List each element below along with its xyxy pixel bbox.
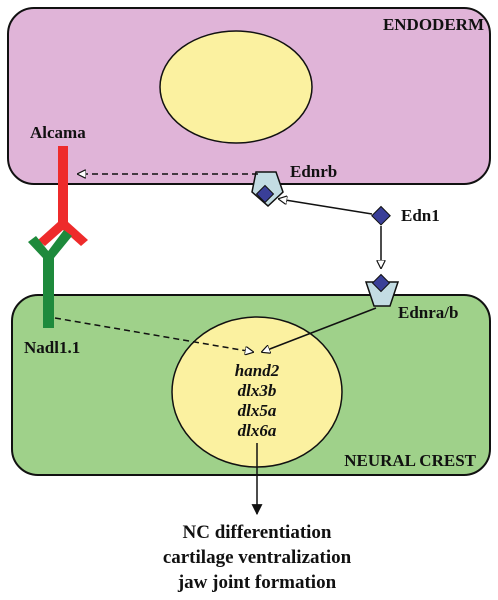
arrow-nadl-to-nucleus — [54, 317, 253, 352]
gene-dlx3b: dlx3b — [238, 381, 277, 400]
ednra-ligand — [371, 273, 391, 293]
nadl-label: Nadl1.1 — [24, 338, 80, 357]
gene-dlx5a: dlx5a — [238, 401, 277, 420]
outcome-jaw-joint-formation: jaw joint formation — [177, 572, 337, 593]
nadl-molecule — [28, 230, 72, 328]
endoderm-nucleus — [159, 30, 313, 144]
gene-dlx6a: dlx6a — [238, 421, 277, 440]
outcome-cartilage-ventralization: cartilage ventralization — [163, 547, 352, 568]
endoderm-label: ENDODERM — [383, 15, 484, 34]
arrow-ednra-to-nucleus — [262, 307, 377, 352]
neural-crest-label: NEURAL CREST — [344, 451, 476, 470]
ednrb-label: Ednrb — [290, 162, 337, 181]
edn1-ligand — [371, 205, 391, 226]
outcome-nc-differentiation: NC differentiation — [183, 522, 332, 543]
alcama-molecule — [38, 146, 88, 246]
ednrb-ligand — [255, 184, 275, 204]
edn1-label: Edn1 — [401, 206, 440, 225]
arrow-edn1-to-ednrb — [279, 199, 373, 215]
gene-hand2: hand2 — [235, 361, 280, 380]
ednra-label: Ednra/b — [398, 303, 458, 322]
alcama-label: Alcama — [30, 123, 86, 142]
